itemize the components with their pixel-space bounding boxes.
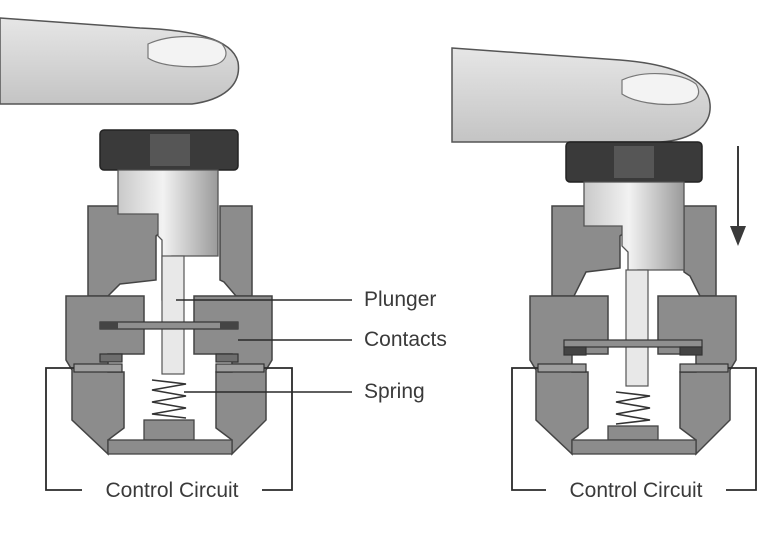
spring-left — [151, 379, 187, 419]
fingernail-left — [147, 35, 227, 68]
plunger-shaft-left — [161, 255, 185, 375]
plunger-label: Plunger — [364, 288, 436, 311]
plunger-shaft-right — [625, 269, 649, 387]
upper-housing-right — [551, 205, 717, 297]
control-circuit-label-left: Control Circuit — [105, 479, 238, 502]
control-circuit-label-right: Control Circuit — [569, 479, 702, 502]
lower-housing-left — [65, 295, 273, 456]
contacts-left — [73, 321, 265, 373]
circuit-wire-left — [45, 367, 293, 491]
spring-label: Spring — [364, 380, 425, 403]
cap-left — [99, 129, 239, 171]
contacts-right — [537, 339, 729, 373]
switch-released: Control Circuit — [0, 17, 352, 502]
circuit-wire-right — [511, 367, 757, 491]
cap-right — [565, 141, 703, 183]
contacts-label: Contacts — [364, 328, 447, 351]
spring-right — [615, 391, 651, 425]
finger-left — [0, 17, 240, 105]
finger-right — [451, 47, 711, 143]
down-arrow-icon — [730, 146, 746, 246]
lower-housing-right — [529, 295, 737, 456]
switch-pressed: Control Circuit — [451, 47, 757, 502]
fingernail-right — [621, 73, 700, 106]
leader-lines — [176, 299, 352, 393]
